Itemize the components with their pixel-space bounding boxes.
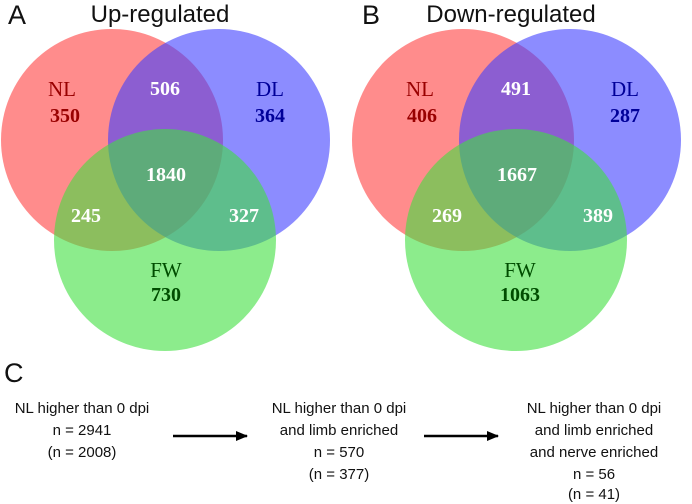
fw-circle-a <box>54 129 276 351</box>
all-count-a: 1840 <box>146 164 186 186</box>
nl-label-b: NL <box>406 77 434 101</box>
fw-label-a: FW <box>150 258 182 282</box>
dl-fw-count-b: 389 <box>583 205 613 227</box>
nl-label-a: NL <box>48 77 76 101</box>
venn-up-regulated: A Up-regulated NL 350 DL 364 506 1840 24… <box>1 0 330 351</box>
dl-label-a: DL <box>256 77 284 101</box>
nl-dl-count-b: 491 <box>501 78 531 100</box>
nl-fw-count-b: 269 <box>432 205 462 227</box>
venn-title-down: Down-regulated <box>426 1 595 28</box>
panel-letter-b: B <box>362 0 380 30</box>
flow-step-1-line-1: NL higher than 0 dpi <box>15 400 150 417</box>
filter-flow: C NL higher than 0 dpi n = 2941 (n = 200… <box>4 358 661 503</box>
venn-title-up: Up-regulated <box>91 1 230 28</box>
fw-only-count-b: 1063 <box>500 284 540 306</box>
flow-step-2-line-1: NL higher than 0 dpi <box>272 400 407 417</box>
panel-letter-c: C <box>4 358 24 388</box>
fw-only-count-a: 730 <box>151 284 181 306</box>
nl-only-count-a: 350 <box>50 105 80 127</box>
dl-only-count-b: 287 <box>610 105 640 127</box>
flow-step-2-line-3: n = 570 <box>314 444 364 461</box>
all-count-b: 1667 <box>497 164 537 186</box>
flow-step-2-line-4: (n = 377) <box>309 466 369 483</box>
nl-only-count-b: 406 <box>407 105 437 127</box>
nl-dl-count-a: 506 <box>150 78 180 100</box>
flow-step-2-line-2: and limb enriched <box>280 422 398 439</box>
flow-step-1: NL higher than 0 dpi n = 2941 (n = 2008) <box>15 400 150 461</box>
flow-step-3-line-5: (n = 41) <box>568 486 620 503</box>
nl-fw-count-a: 245 <box>71 205 101 227</box>
dl-fw-count-a: 327 <box>229 205 259 227</box>
panel-letter-a: A <box>8 0 26 30</box>
flow-step-2: NL higher than 0 dpi and limb enriched n… <box>272 400 407 483</box>
flow-step-3-line-4: n = 56 <box>573 466 615 483</box>
flow-step-1-line-3: (n = 2008) <box>48 444 117 461</box>
venn-down-regulated: B Down-regulated NL 406 DL 287 491 1667 … <box>352 0 681 351</box>
dl-label-b: DL <box>611 77 639 101</box>
fw-circle-b <box>405 129 627 351</box>
flow-step-3-line-2: and limb enriched <box>535 422 653 439</box>
flow-step-1-line-2: n = 2941 <box>53 422 112 439</box>
fw-label-b: FW <box>504 258 536 282</box>
flow-step-3-line-1: NL higher than 0 dpi <box>527 400 662 417</box>
dl-only-count-a: 364 <box>255 105 285 127</box>
flow-step-3-line-3: and nerve enriched <box>530 444 658 461</box>
flow-step-3: NL higher than 0 dpi and limb enriched a… <box>527 400 662 503</box>
